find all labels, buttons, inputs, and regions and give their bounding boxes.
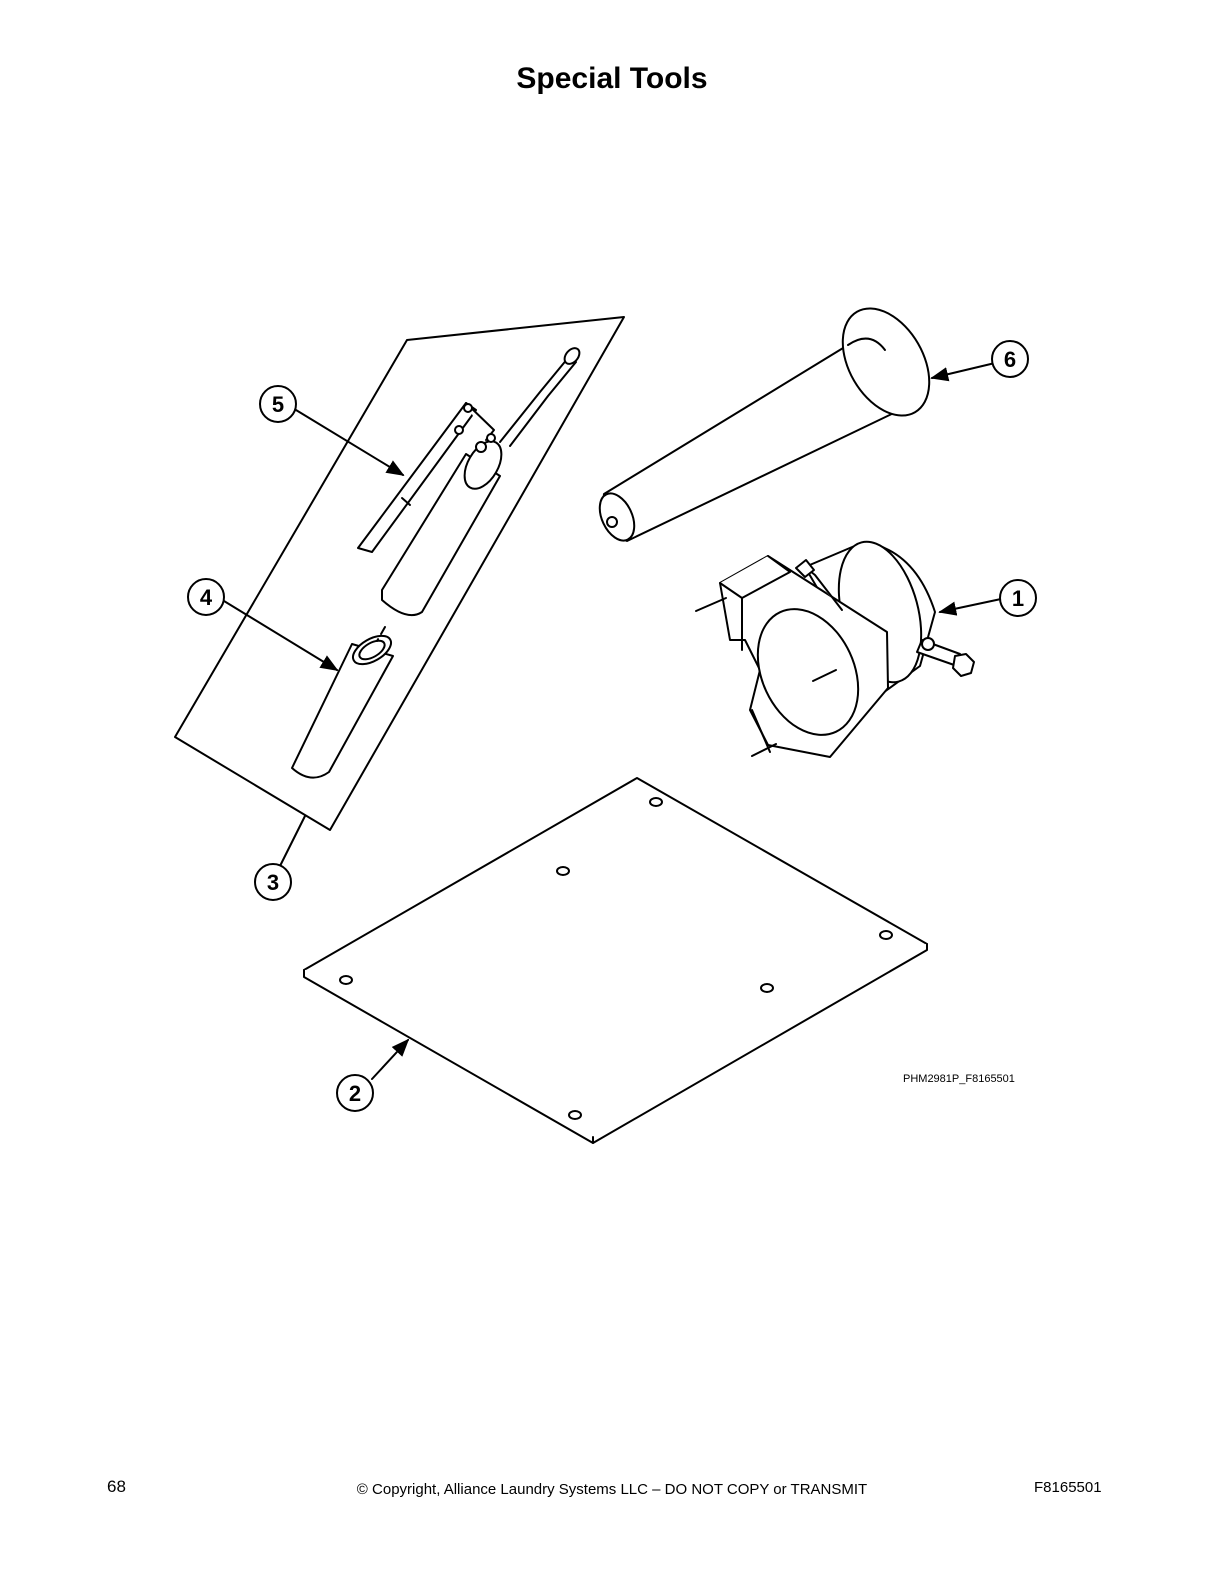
figure-id: PHM2981P_F8165501 <box>903 1073 1015 1085</box>
puller-fixture <box>695 540 975 758</box>
page-title: Special Tools <box>516 62 708 95</box>
callout-4: 4 <box>187 578 225 616</box>
callout-6: 6 <box>991 340 1029 378</box>
callout-2: 2 <box>336 1074 374 1112</box>
svg-text:2: 2 <box>349 1081 361 1106</box>
callout-5: 5 <box>259 385 297 423</box>
shaft-tool <box>598 307 931 542</box>
svg-text:5: 5 <box>272 392 284 417</box>
svg-text:6: 6 <box>1004 347 1016 372</box>
copyright-notice: © Copyright, Alliance Laundry Systems LL… <box>356 1481 868 1498</box>
page-number: 68 <box>107 1477 126 1496</box>
callout-1: 1 <box>999 579 1037 617</box>
callout-3: 3 <box>254 863 292 901</box>
document-number: F8165501 <box>1034 1479 1102 1496</box>
base-plate <box>303 777 928 1144</box>
leader-lines <box>223 362 1002 1080</box>
svg-text:3: 3 <box>267 870 279 895</box>
grease-gun <box>357 347 581 616</box>
svg-text:4: 4 <box>200 585 213 610</box>
grease-cartridge <box>291 626 394 779</box>
svg-text:1: 1 <box>1012 586 1024 611</box>
